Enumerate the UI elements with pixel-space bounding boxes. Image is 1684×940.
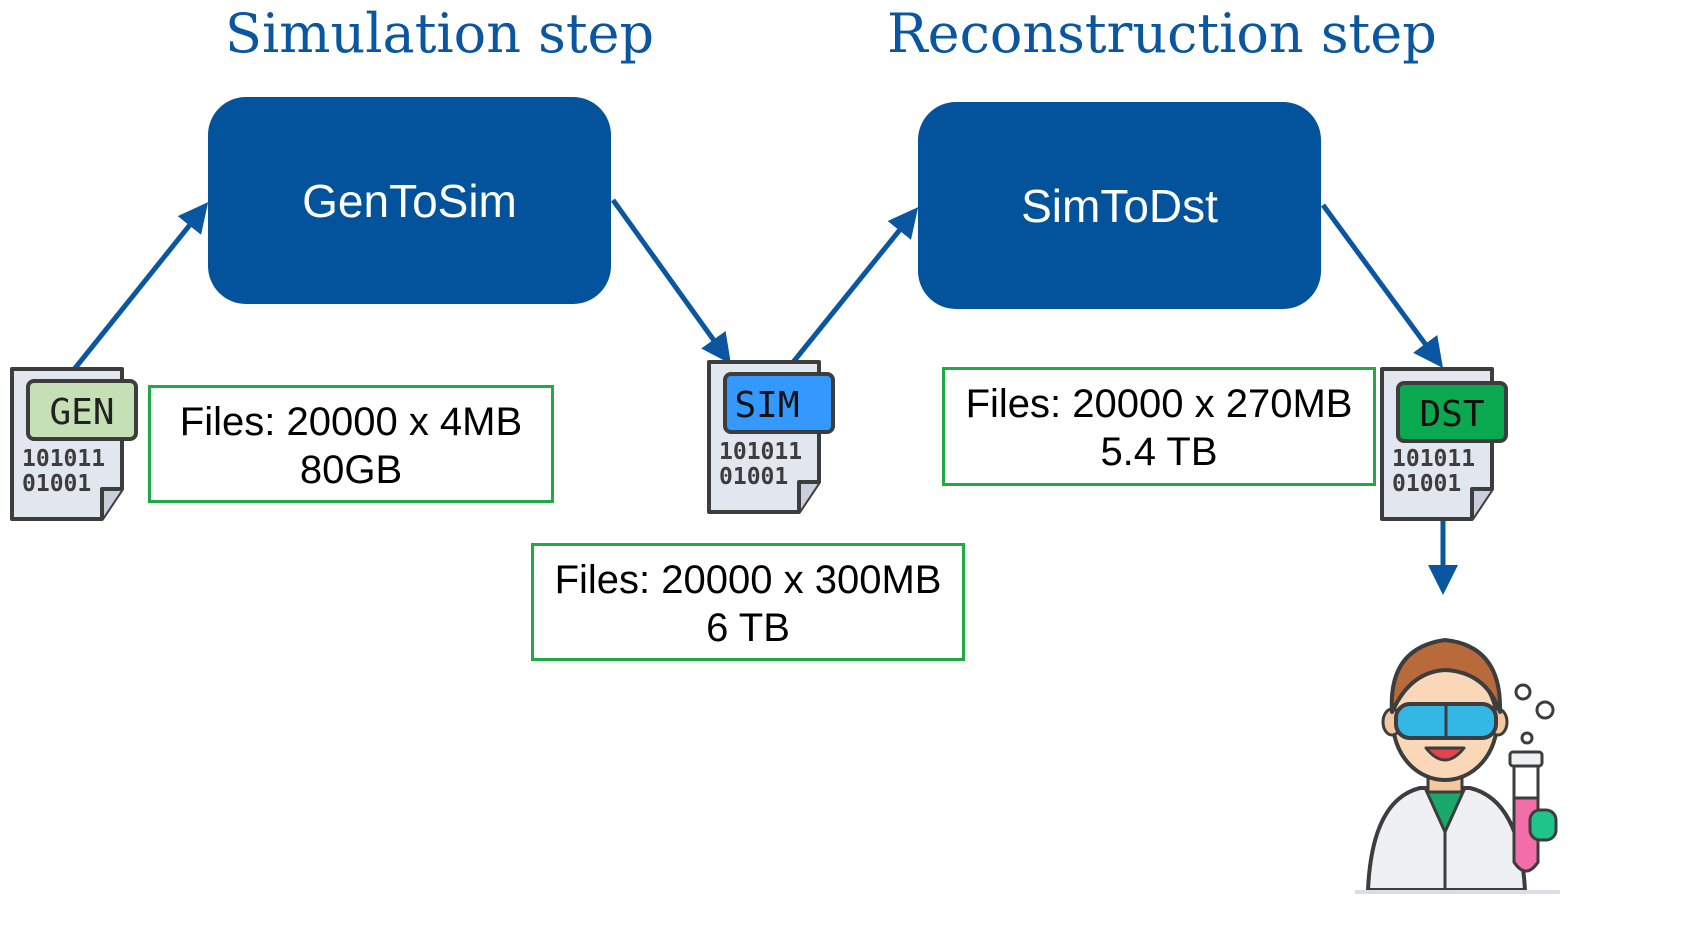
dst-tag <box>1396 381 1508 443</box>
gen-info-box: Files: 20000 x 4MB 80GB <box>148 385 554 503</box>
gen-to-sim-process: GenToSim <box>208 97 611 304</box>
arrow-process-to-sim <box>610 198 731 365</box>
dst-info-box: Files: 20000 x 270MB 5.4 TB <box>942 367 1376 486</box>
gen-tag-label: GEN <box>49 392 114 433</box>
sim-info-box: Files: 20000 x 300MB 6 TB <box>531 543 965 661</box>
arrow-sim-to-process <box>788 207 919 368</box>
gen-to-sim-label: GenToSim <box>302 174 517 227</box>
sim-to-dst-label: SimToDst <box>1021 179 1218 232</box>
dst-info-line1: Files: 20000 x 270MB <box>965 382 1353 426</box>
simulation-step-title: Simulation step <box>225 2 655 65</box>
sim-tag-label: SIM <box>734 385 799 426</box>
gen-bits-line1: 101011 <box>22 446 105 472</box>
sim-tag <box>723 372 835 434</box>
dst-info-line2: 5.4 TB <box>1100 430 1218 474</box>
arrow-gen-to-process <box>70 202 209 374</box>
gen-info-line2: 80GB <box>299 448 403 492</box>
sim-to-dst-process: SimToDst <box>918 102 1321 309</box>
sim-bits-line1: 101011 <box>719 439 802 465</box>
dst-tag-label: DST <box>1419 394 1484 435</box>
sim-bits-line2: 01001 <box>719 464 788 490</box>
dst-file-icon: DST 101011 01001 <box>1380 367 1508 521</box>
dst-bits-line2: 01001 <box>1392 471 1461 497</box>
gen-bits-line2: 01001 <box>22 471 91 497</box>
sim-info-line2: 6 TB <box>706 606 790 650</box>
reconstruction-step-title: Reconstruction step <box>887 2 1437 65</box>
scientist-icon <box>1355 638 1560 894</box>
gen-info-line1: Files: 20000 x 4MB <box>179 400 523 444</box>
gen-file-icon: GEN 101011 01001 <box>10 367 138 521</box>
sim-file-icon: SIM 101011 01001 <box>707 360 835 514</box>
dst-bits-line1: 101011 <box>1392 446 1475 472</box>
arrow-process-to-dst <box>1320 203 1443 369</box>
gen-tag <box>26 379 138 441</box>
sim-info-line1: Files: 20000 x 300MB <box>554 558 942 602</box>
